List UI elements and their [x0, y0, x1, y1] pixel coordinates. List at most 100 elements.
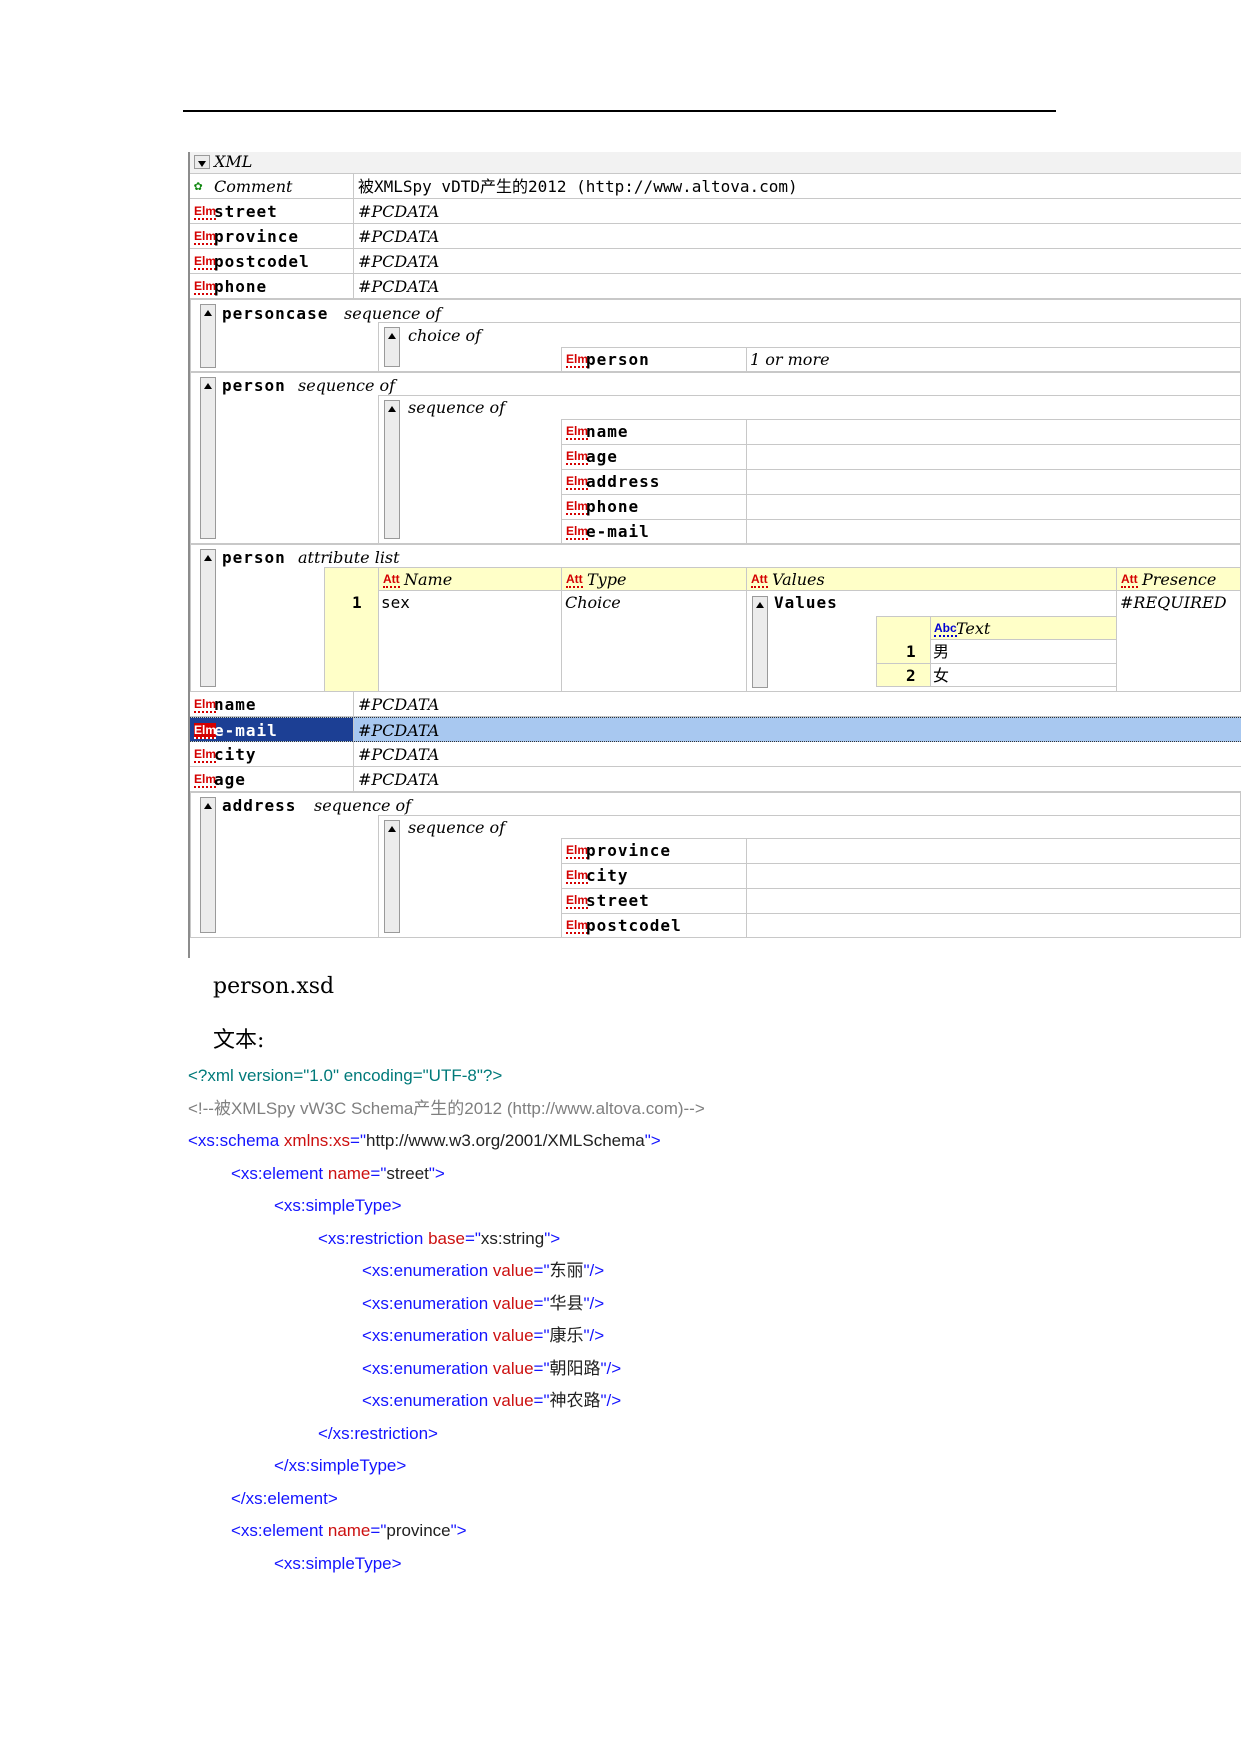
element-row-name[interactable]: Elm name #PCDATA	[190, 692, 1241, 717]
element-icon: Elm	[194, 229, 217, 245]
group-kind: sequence of	[314, 796, 412, 815]
presence-value[interactable]: #REQUIRED	[1120, 593, 1227, 612]
column-header-name: Name	[404, 570, 453, 589]
group-name: person	[222, 548, 286, 567]
group-kind: attribute list	[298, 548, 400, 567]
comment-icon: ✿	[194, 178, 203, 194]
cell-divider	[746, 419, 747, 544]
element-icon: Elm	[194, 254, 217, 270]
column-header-presence: Presence	[1142, 570, 1217, 589]
row-divider	[561, 444, 1241, 445]
collapse-toggle-icon[interactable]	[384, 820, 400, 933]
element-row-age[interactable]: Elm age #PCDATA	[190, 767, 1241, 792]
row-divider	[561, 519, 1241, 520]
row-divider	[561, 469, 1241, 470]
element-name[interactable]: postcodel	[586, 916, 682, 935]
text-type-icon: Abc	[934, 621, 957, 637]
row-divider	[561, 863, 1241, 864]
attribute-name[interactable]: sex	[381, 593, 410, 612]
attribute-icon: Att	[566, 572, 583, 588]
attribute-type[interactable]: Choice	[565, 593, 621, 612]
element-row-postcodel[interactable]: Elm postcodel #PCDATA	[190, 249, 1241, 274]
element-icon: Elm	[566, 843, 589, 859]
code-attr: value	[488, 1359, 534, 1378]
values-label: Values	[774, 593, 838, 612]
element-name[interactable]: city	[586, 866, 629, 885]
element-name[interactable]: e-mail	[586, 522, 650, 541]
code-punct: ">	[428, 1164, 445, 1183]
code-line-14: </xs:element>	[231, 1489, 338, 1508]
code-line-12: </xs:restriction>	[318, 1424, 438, 1443]
enum-value[interactable]: 女	[933, 666, 950, 685]
collapse-toggle-icon[interactable]	[384, 400, 400, 539]
element-icon: Elm	[566, 424, 589, 440]
code-attr: value	[488, 1391, 534, 1410]
code-attr: xmlns:xs	[279, 1131, 351, 1150]
element-name[interactable]: province	[586, 841, 672, 860]
choice-child-row[interactable]	[561, 347, 1241, 372]
code-value: xs:string	[480, 1229, 545, 1248]
element-row-e-mail-selected[interactable]: Elm e-mail #PCDATA	[190, 717, 1241, 742]
group-kind: sequence of	[344, 304, 442, 323]
code-attr: value	[488, 1294, 534, 1313]
collapse-toggle-icon[interactable]	[384, 327, 400, 367]
element-icon: Elm	[194, 204, 217, 220]
cell-divider	[746, 347, 747, 372]
code-punct: "/>	[600, 1359, 622, 1378]
element-name[interactable]: address	[586, 472, 661, 491]
element-name[interactable]: phone	[586, 497, 640, 516]
element-row-province[interactable]: Elm province #PCDATA	[190, 224, 1241, 249]
comment-label: Comment	[214, 177, 293, 196]
collapse-toggle-icon[interactable]	[194, 155, 210, 169]
cell-divider	[561, 567, 562, 692]
element-row-phone[interactable]: Elm phone #PCDATA	[190, 274, 1241, 299]
code-attr: name	[323, 1164, 371, 1183]
element-name[interactable]: street	[586, 891, 650, 910]
collapse-toggle-icon[interactable]	[200, 377, 216, 539]
sequence-kind: sequence of	[408, 818, 506, 837]
element-name[interactable]: name	[586, 422, 629, 441]
comment-row[interactable]: ✿ Comment 被XMLSpy vDTD产生的2012 (http://ww…	[190, 174, 1241, 199]
code-tag: <xs:enumeration	[362, 1391, 489, 1410]
code-punct: ="	[350, 1131, 366, 1150]
element-name[interactable]: age	[586, 447, 618, 466]
enum-index: 1	[906, 642, 917, 661]
column-header-type: Type	[587, 570, 627, 589]
element-icon: Elm	[194, 279, 217, 295]
row-divider	[561, 913, 1241, 914]
code-line-1: <?xml version="1.0" encoding="UTF-8"?>	[188, 1066, 503, 1085]
code-line-9: <xs:enumeration value="康乐"/>	[362, 1326, 604, 1346]
choice-kind: choice of	[408, 326, 482, 345]
collapse-toggle-icon[interactable]	[200, 549, 216, 687]
element-value: #PCDATA	[358, 721, 440, 740]
collapse-toggle-icon[interactable]	[752, 596, 768, 688]
code-line-7: <xs:enumeration value="东丽"/>	[362, 1261, 604, 1281]
file-caption: person.xsd	[213, 974, 335, 999]
code-tag: <xs:enumeration	[362, 1294, 489, 1313]
code-punct: ="	[370, 1164, 387, 1183]
code-value: 神农路	[549, 1391, 601, 1410]
code-tag: <xs:enumeration	[362, 1261, 489, 1280]
code-attr: name	[323, 1521, 371, 1540]
code-punct: ="	[370, 1521, 387, 1540]
collapse-toggle-icon[interactable]	[200, 304, 216, 368]
code-line-10: <xs:enumeration value="朝阳路"/>	[362, 1359, 621, 1379]
code-punct: ="	[533, 1294, 550, 1313]
code-punct: ="	[464, 1229, 481, 1248]
code-value: 东丽	[549, 1261, 584, 1280]
group-kind: sequence of	[298, 376, 396, 395]
element-row-street[interactable]: Elm street #PCDATA	[190, 199, 1241, 224]
collapse-toggle-icon[interactable]	[200, 797, 216, 933]
element-icon: Elm	[566, 524, 589, 540]
element-name: person	[586, 350, 650, 369]
enum-value[interactable]: 男	[933, 642, 950, 661]
column-header-values: Values	[772, 570, 825, 589]
element-name: name	[214, 695, 257, 714]
element-value: #PCDATA	[358, 745, 440, 764]
code-punct: "/>	[583, 1326, 605, 1345]
element-row-city[interactable]: Elm city #PCDATA	[190, 742, 1241, 767]
code-line-15: <xs:element name="province">	[231, 1521, 467, 1541]
code-tag: <xs:restriction	[318, 1229, 424, 1248]
group-name: person	[222, 376, 286, 395]
element-icon: Elm	[566, 499, 589, 515]
